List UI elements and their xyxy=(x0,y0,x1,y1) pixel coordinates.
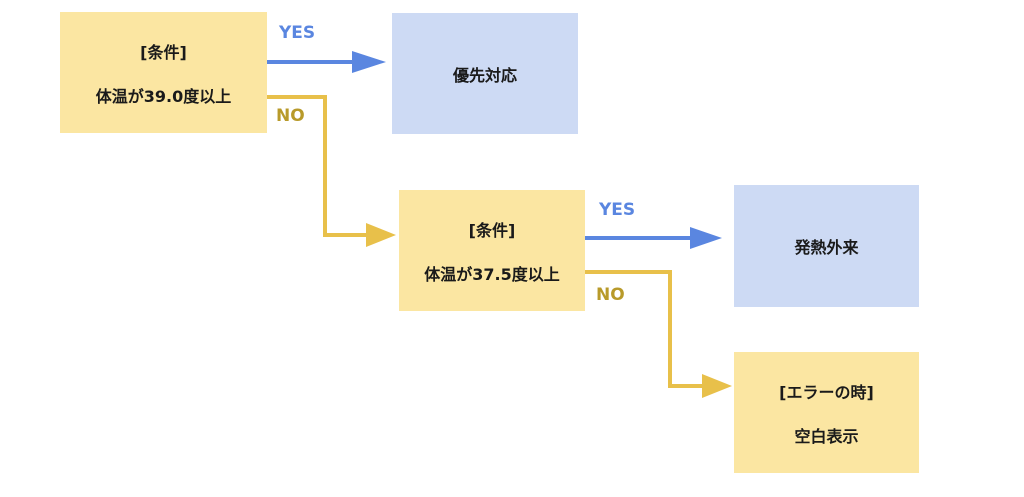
yes-label-2: YES xyxy=(599,200,636,220)
condition-2-text: 体温が37.5度以上 xyxy=(424,264,560,284)
condition-box-1: [条件] 体温が39.0度以上 xyxy=(60,12,267,133)
yes-arrowhead-2 xyxy=(690,227,722,249)
result-fever-text: 発熱外来 xyxy=(794,238,859,257)
result-box-priority: 優先対応 xyxy=(392,13,578,134)
no-label-2: NO xyxy=(596,285,625,305)
result-box-fever: 発熱外来 xyxy=(734,185,919,307)
yes-arrowhead-1 xyxy=(352,51,386,73)
no-arrowhead-2 xyxy=(702,374,732,398)
error-box: [エラーの時] 空白表示 xyxy=(734,352,919,473)
error-title: [エラーの時] xyxy=(779,382,874,402)
condition-1-title: [条件] xyxy=(140,42,187,62)
condition-1-text: 体温が39.0度以上 xyxy=(95,86,232,106)
no-arrow-1 xyxy=(267,95,370,237)
error-text: 空白表示 xyxy=(794,426,859,446)
condition-box-2: [条件] 体温が37.5度以上 xyxy=(399,190,585,311)
result-priority-text: 優先対応 xyxy=(452,65,517,85)
no-arrow-2 xyxy=(585,270,706,388)
yes-label-1: YES xyxy=(279,23,316,43)
no-arrowhead-1 xyxy=(366,223,396,247)
condition-2-title: [条件] xyxy=(468,220,516,240)
no-label-1: NO xyxy=(276,106,305,126)
